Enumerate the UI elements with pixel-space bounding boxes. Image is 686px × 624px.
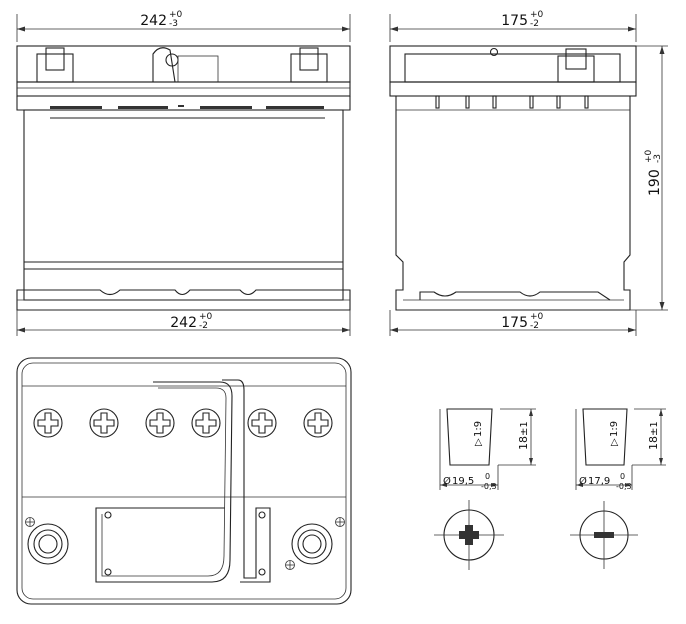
positive-diameter-prefix: Ø xyxy=(443,475,451,487)
negative-diameter-value: 17,9 xyxy=(588,476,610,487)
side-bottom-dimension: 175 +0 -2 xyxy=(389,310,637,336)
top-handle xyxy=(95,379,271,583)
positive-height-tol: ±1 xyxy=(519,421,530,436)
positive-taper: 1:9 xyxy=(473,421,484,437)
side-top-width-tol-lower: -2 xyxy=(530,19,539,29)
top-negative-terminal xyxy=(285,517,345,570)
side-ribs xyxy=(435,95,589,109)
side-bottom-width-tol-lower: -2 xyxy=(530,321,539,331)
negative-diameter-tol-lower: -0,3 xyxy=(616,482,632,491)
vent-cap xyxy=(191,408,221,438)
front-handle xyxy=(152,47,219,83)
positive-diameter-tol-lower: -0,3 xyxy=(481,482,497,491)
negative-height-tol: ±1 xyxy=(649,421,660,436)
front-top-dimension: 242 +0 -3 xyxy=(16,10,351,42)
vent-cap xyxy=(89,408,119,438)
vent-cap xyxy=(33,408,63,438)
negative-height-value: 18 xyxy=(647,436,660,450)
plus-icon xyxy=(459,525,479,545)
positive-diameter-tol-upper: 0 xyxy=(485,472,490,481)
side-top-dimension: 175 +0 -2 xyxy=(389,10,637,42)
minus-icon xyxy=(594,532,614,538)
side-bottom-width-value: 175 xyxy=(501,315,528,331)
front-top-width-value: 242 xyxy=(140,13,167,29)
front-positive-terminal xyxy=(36,47,74,83)
top-positive-terminal xyxy=(25,517,69,565)
vent-caps xyxy=(33,408,333,438)
top-view xyxy=(16,357,352,605)
side-height-dimension: 190 +0 -3 xyxy=(630,45,668,311)
side-height-tol-lower: -3 xyxy=(653,154,663,163)
negative-diameter-tol-upper: 0 xyxy=(620,472,625,481)
vent-cap xyxy=(247,408,277,438)
vent-cap xyxy=(145,408,175,438)
front-bottom-dimension: 242 +0 -2 xyxy=(16,310,351,336)
vent-cap xyxy=(303,408,333,438)
front-label-strips xyxy=(50,105,325,119)
front-bottom-width-tol-lower: -2 xyxy=(199,321,208,331)
front-negative-terminal xyxy=(290,47,328,83)
negative-terminal-detail: Ø 17,9 0 -0,3 ▷ 1:9 18 ±1 xyxy=(570,408,666,569)
positive-terminal-detail: Ø 19,5 0 -0,3 ▷ 1:9 18 ±1 xyxy=(434,408,536,570)
negative-taper-symbol: ▷ xyxy=(609,438,620,446)
side-height-value: 190 xyxy=(647,169,663,196)
negative-taper: 1:9 xyxy=(609,421,620,437)
front-view: 242 +0 -3 xyxy=(16,10,351,336)
side-height-tol-upper: +0 xyxy=(644,149,654,163)
negative-diameter-prefix: Ø xyxy=(579,475,587,487)
front-bottom-width-value: 242 xyxy=(170,315,197,331)
front-bottom-width-tol-upper: +0 xyxy=(199,312,213,322)
positive-height-value: 18 xyxy=(517,436,530,450)
side-view: 175 +0 -2 xyxy=(389,10,668,336)
side-top-width-tol-upper: +0 xyxy=(530,10,544,20)
positive-diameter-value: 19,5 xyxy=(452,476,474,487)
positive-taper-symbol: ▷ xyxy=(473,438,484,446)
front-top-width-tol-lower: -3 xyxy=(169,19,178,29)
side-top-width-value: 175 xyxy=(501,13,528,29)
side-bottom-width-tol-upper: +0 xyxy=(530,312,544,322)
front-top-width-tol-upper: +0 xyxy=(169,10,183,20)
